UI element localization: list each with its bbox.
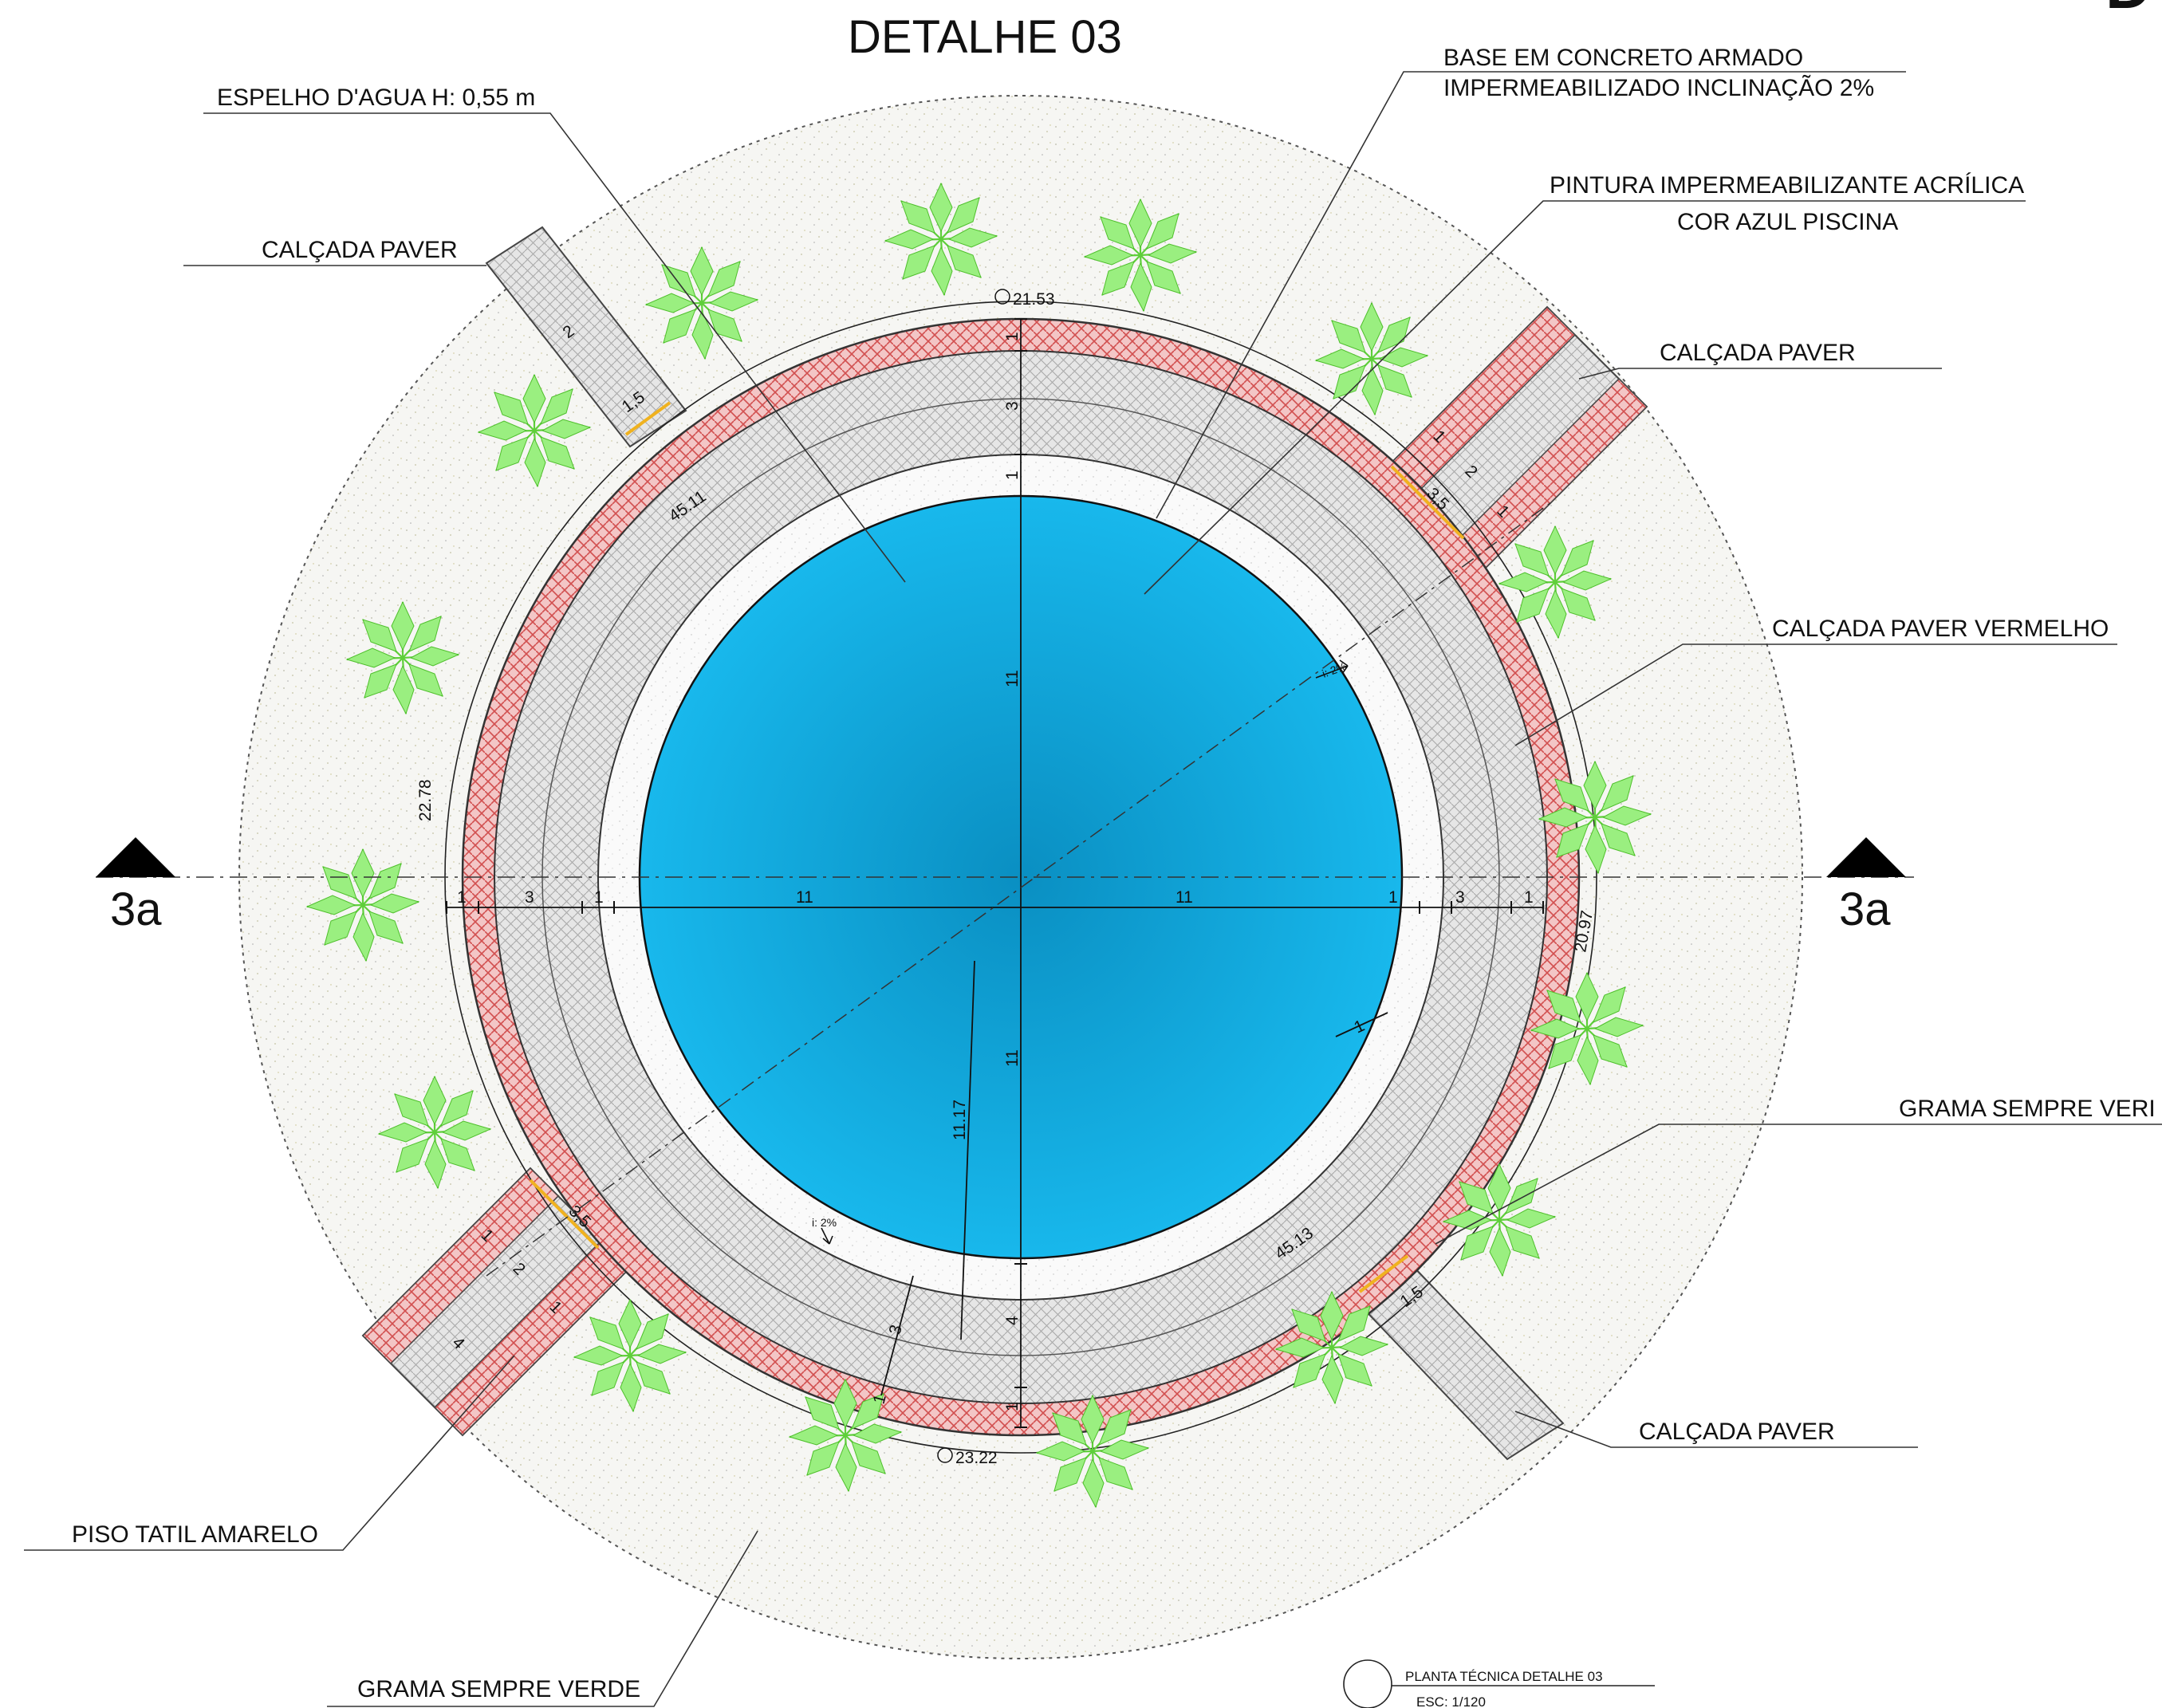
section-mark-left-label: 3a (110, 884, 162, 935)
arc-symbol (994, 289, 1010, 305)
walkway-bottom-left-red-a (361, 1167, 560, 1365)
dim-label: 1 (457, 888, 467, 907)
label-calcada-vermelho: CALÇADA PAVER VERMELHO (1772, 616, 2109, 642)
dim-label: 1 (1388, 888, 1398, 907)
dim-label: 1 (1524, 888, 1534, 907)
label-base-line2: IMPERMEABILIZADO INCLINAÇÃO 2% (1443, 74, 1874, 101)
arc-label-bottom: 23.22 (955, 1449, 998, 1467)
walkways (361, 226, 1648, 1461)
radius-line-3 (880, 1275, 914, 1396)
dim-label: 1 (870, 1392, 890, 1406)
arc-symbol (937, 1447, 953, 1463)
section-mark-left-triangle (96, 837, 175, 877)
dim-label: 3 (886, 1323, 906, 1336)
section-mark-right-triangle (1826, 837, 1906, 877)
dim-label: 3 (525, 888, 534, 907)
label-espelho: ESPELHO D'AGUA H: 0,55 m (217, 85, 535, 111)
dim-label: 11.17 (951, 1100, 969, 1140)
dim-label: 1 (1003, 470, 1022, 480)
leader-lines (24, 71, 2162, 1707)
arc-label-top: 21.53 (1013, 290, 1055, 309)
dim-label: 1 (594, 888, 604, 907)
slope-arrows (821, 659, 1349, 1245)
label-calcada-paver-tr: CALÇADA PAVER (1660, 340, 1856, 366)
label-grama-right: GRAMA SEMPRE VERI (1899, 1096, 2156, 1122)
dim-label: 3 (1003, 401, 1022, 411)
dim-label: 11 (1003, 670, 1022, 687)
dimension-ticks (446, 318, 1544, 1428)
dim-label: 11 (1003, 1049, 1022, 1067)
dim-label: 11 (1176, 888, 1193, 907)
walkway-top-left (485, 226, 687, 448)
section-mark-right-label: 3a (1839, 884, 1891, 935)
label-calcada-paver-br: CALÇADA PAVER (1639, 1419, 1835, 1445)
dim-label: 1 (1003, 1402, 1022, 1411)
dim-label: 3 (1455, 888, 1465, 907)
label-piso-tatil: PISO TATIL AMARELO (72, 1521, 318, 1548)
corner-glyph: D (2105, 0, 2152, 22)
stamp-line2: ESC: 1/120 (1416, 1694, 1486, 1708)
radius-line-ring (1335, 1012, 1388, 1037)
arc-label-left: 22.78 (416, 779, 435, 821)
label-base-line1: BASE EM CONCRETO ARMADO (1443, 45, 1803, 71)
page-title: DETALHE 03 (848, 11, 1122, 63)
stamp-circle (1343, 1659, 1392, 1708)
label-grama-bottom: GRAMA SEMPRE VERDE (357, 1676, 640, 1702)
label-pintura-line1: PINTURA IMPERMEABILIZANTE ACRÍLICA (1550, 172, 2024, 199)
diagonal-axis (486, 502, 1552, 1277)
dim-label: 1 (1003, 332, 1022, 341)
label-pintura-line2: COR AZUL PISCINA (1677, 209, 1898, 235)
label-calcada-paver-tl: CALÇADA PAVER (262, 237, 458, 263)
dim-label: 11 (796, 888, 813, 907)
slope-label: i: 2% (812, 1216, 837, 1229)
dim-label: 4 (1003, 1316, 1022, 1325)
tactile-strips (529, 401, 1465, 1293)
stamp-line1: PLANTA TÉCNICA DETALHE 03 (1405, 1669, 1603, 1684)
radius-line-11-17 (960, 960, 975, 1340)
